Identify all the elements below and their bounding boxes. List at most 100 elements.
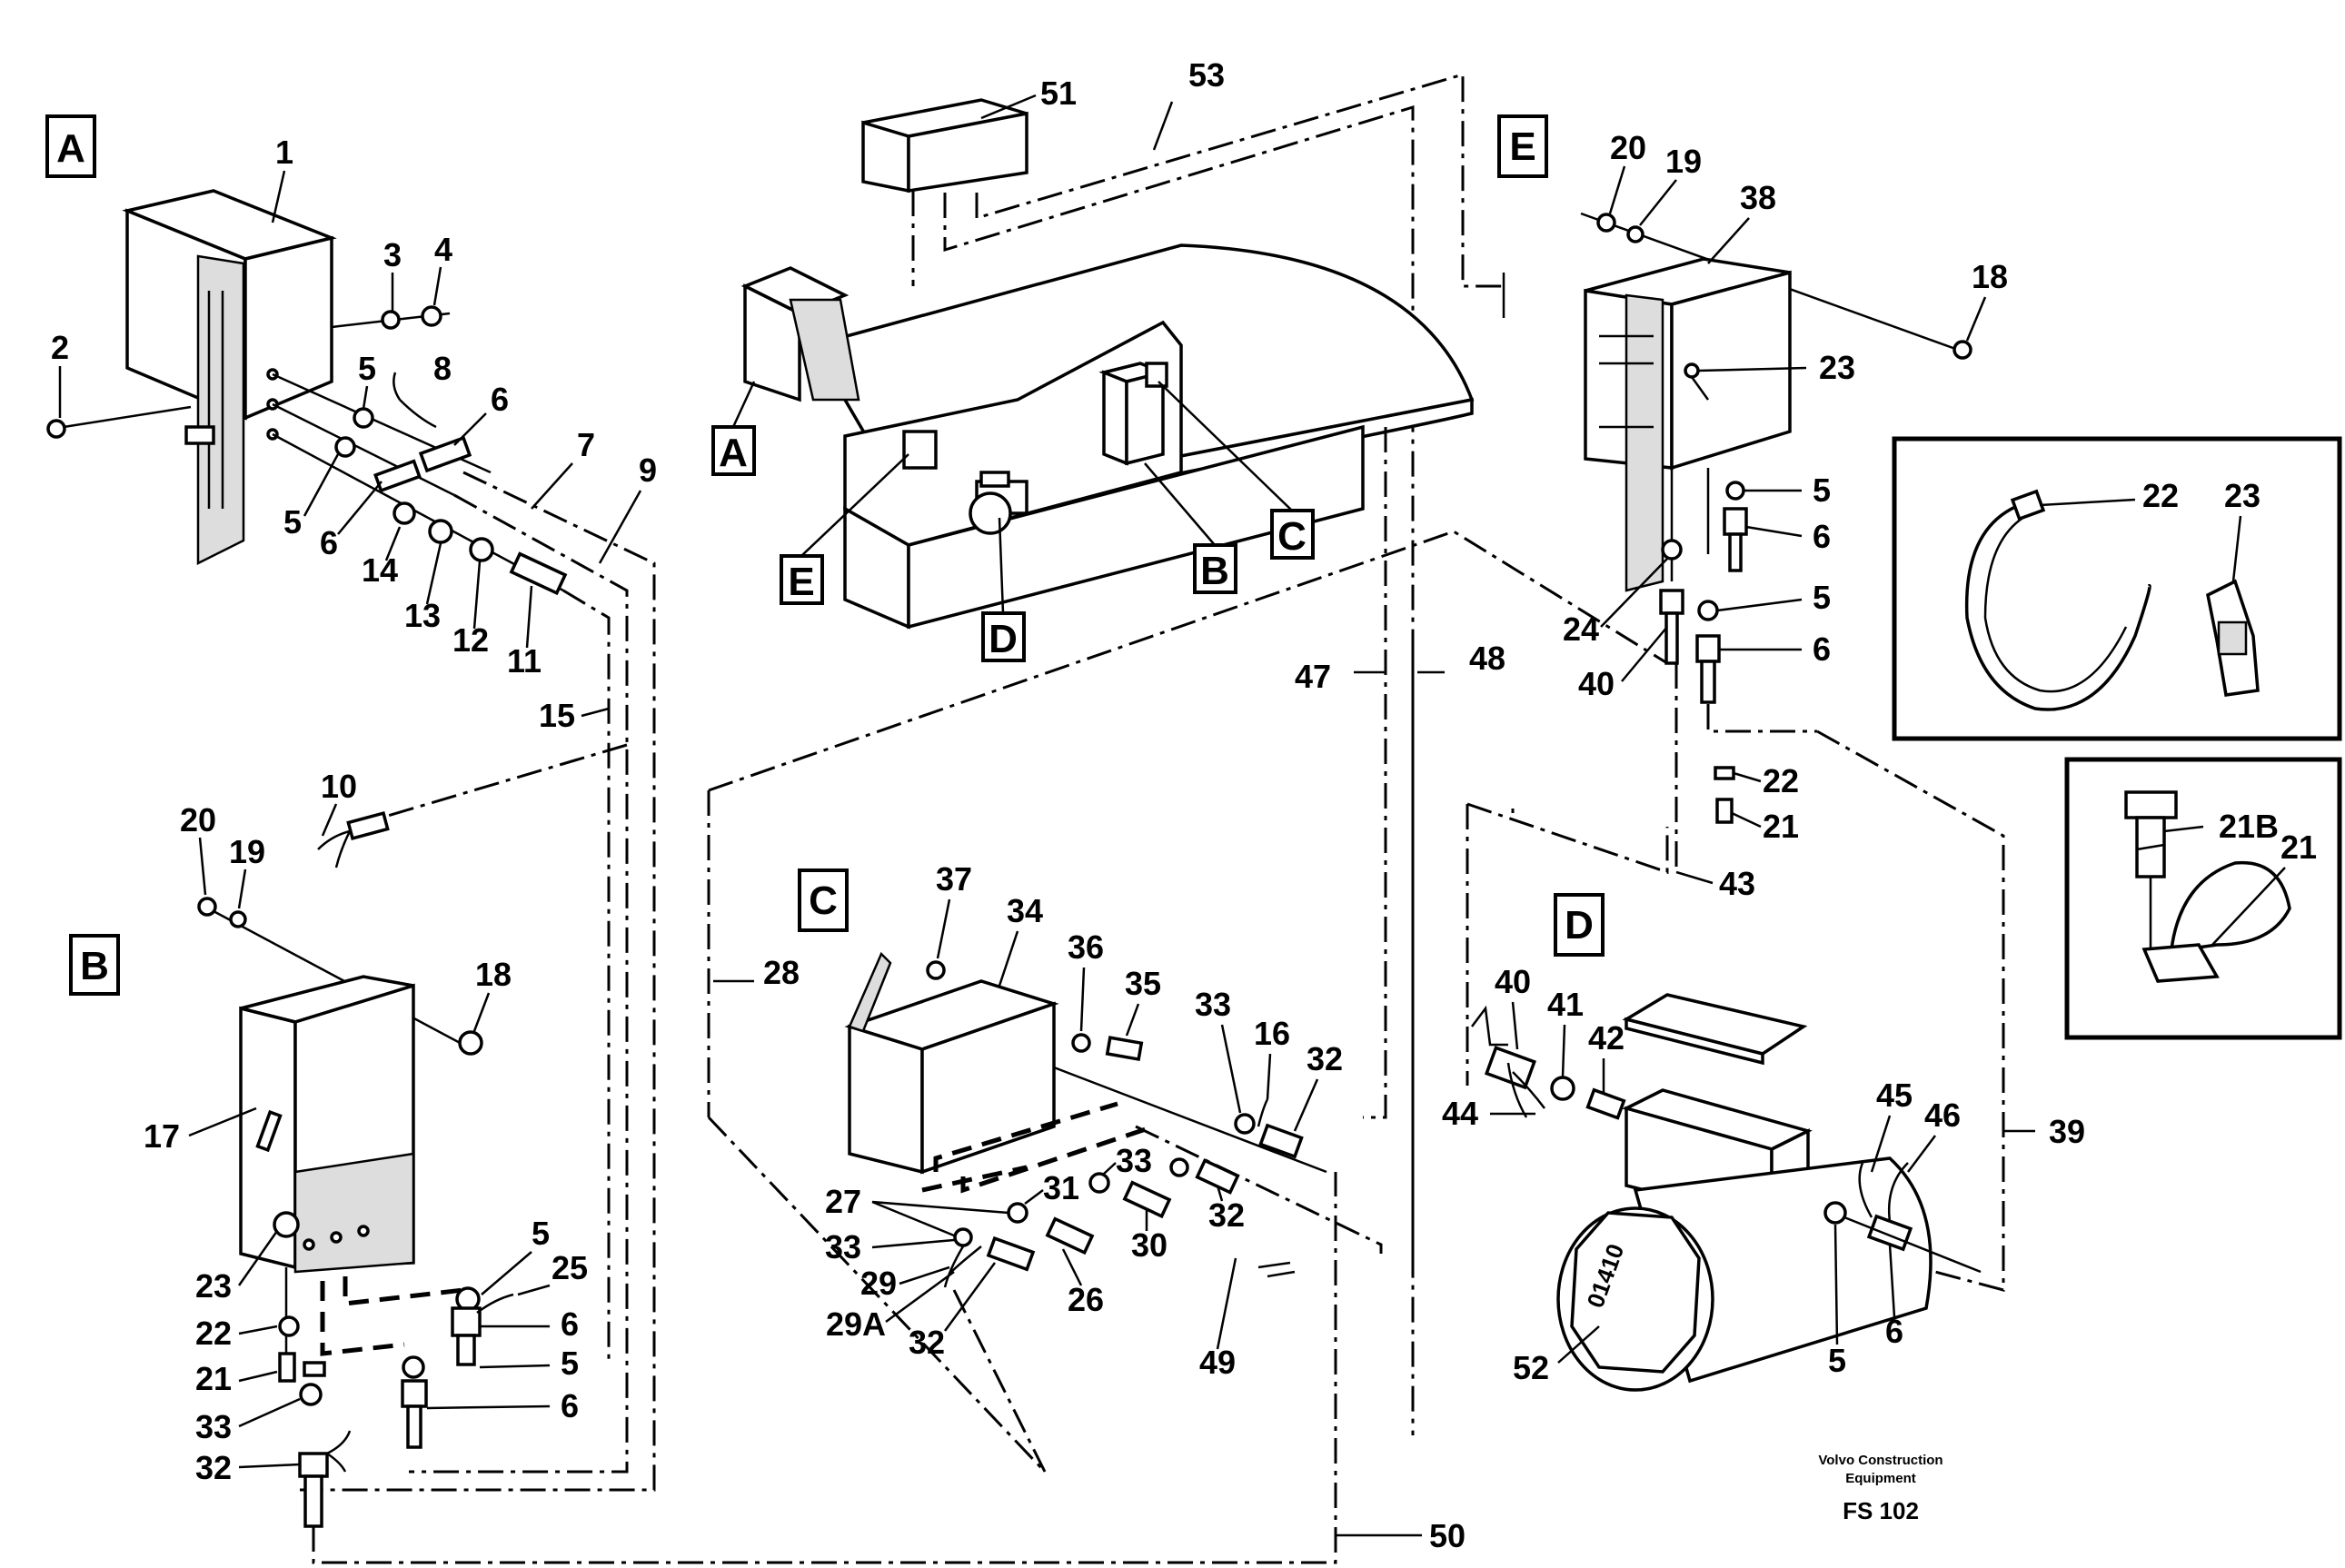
part-label: 40	[1578, 665, 1615, 702]
section-label-box-c	[798, 868, 849, 932]
part-label: 20	[180, 801, 216, 839]
part-label: 13	[404, 597, 441, 634]
overview-label-box-a	[711, 425, 756, 476]
part-label: 23	[1819, 349, 1855, 386]
part-label: 28	[763, 954, 800, 991]
part-label: 51	[1040, 74, 1077, 112]
part-label: 32	[1307, 1040, 1343, 1077]
part-label: 33	[1195, 986, 1231, 1023]
part-label: 6	[491, 381, 509, 418]
part-label: 27	[825, 1183, 861, 1220]
part-label: 6	[1813, 630, 1831, 668]
part-label: 47	[1295, 658, 1331, 695]
part-label: 11	[507, 642, 542, 680]
part-label: 5	[1813, 579, 1831, 616]
overview-label-b: B	[1200, 549, 1229, 593]
motor-52: 01410	[1556, 1088, 1933, 1392]
part-label: 10	[321, 768, 357, 805]
section-label-box-a	[45, 114, 96, 178]
part-label: 33	[1116, 1142, 1152, 1179]
part-label: 35	[1125, 965, 1161, 1002]
section-label-c: C	[809, 878, 838, 923]
part-label: 45	[1876, 1077, 1913, 1114]
part-label: 5	[1828, 1342, 1846, 1379]
section-c: C	[707, 868, 1383, 1474]
part-label: 17	[144, 1117, 180, 1155]
part-label: 3	[383, 236, 402, 273]
drawing-code: FS 102	[1843, 1497, 1919, 1524]
part-label: 14	[362, 551, 398, 589]
part-label: 18	[475, 956, 512, 993]
part-label: 22	[1763, 762, 1799, 799]
part-label: 18	[1972, 258, 2008, 295]
part-label: 5	[1813, 471, 1831, 509]
part-label: 29A	[826, 1305, 886, 1343]
part-label: 2	[51, 329, 69, 366]
part-label: 32	[195, 1449, 232, 1486]
inset-clamp	[2064, 757, 2342, 1040]
part-label: 21B	[2219, 808, 2279, 845]
part-label: 46	[1924, 1097, 1961, 1134]
part-label: 34	[1007, 892, 1043, 929]
control-unit-51	[861, 98, 1028, 194]
part-label: 6	[1813, 518, 1831, 555]
part-label: 33	[195, 1408, 232, 1445]
part-label: 44	[1442, 1095, 1478, 1132]
part-label: 6	[561, 1387, 579, 1424]
part-label: 26	[1068, 1281, 1104, 1318]
cabinet-part-17	[239, 975, 415, 1274]
part-label: 19	[1665, 143, 1702, 180]
relay-box-34	[844, 951, 1059, 1175]
part-label: 30	[1131, 1226, 1168, 1264]
part-label: 6	[561, 1305, 579, 1343]
part-label: 20	[1610, 129, 1646, 166]
overview-label-box-c	[1270, 509, 1315, 560]
part-label: 21	[1763, 808, 1799, 845]
part-label: 40	[1495, 963, 1531, 1000]
section-label-a: A	[56, 126, 85, 171]
section-b: B	[69, 897, 1337, 1564]
part-label: 24	[1563, 610, 1599, 648]
section-label-box-b	[69, 934, 120, 996]
box-a-on-frame	[740, 266, 860, 402]
part-number-labels: 1 2 3 4 5 8 6 7 9 5 6 14 13 12 11 15 10 …	[51, 56, 2317, 1554]
part-label: 23	[195, 1267, 232, 1305]
part-label: 38	[1740, 179, 1776, 216]
part-label: 1	[275, 134, 293, 171]
inset-cable-tie	[1892, 436, 2342, 741]
cover-plate	[1622, 993, 1808, 1066]
part-label: 22	[195, 1315, 232, 1352]
part-label: 42	[1588, 1019, 1625, 1057]
credit-block: Volvo Construction Equipment FS 102	[1818, 1453, 1943, 1524]
overview-label-box-b	[1193, 543, 1237, 594]
overview-label-c: C	[1277, 514, 1307, 559]
overview-label-d: D	[989, 617, 1018, 661]
part-label: 52	[1513, 1349, 1549, 1386]
credit-line-2: Equipment	[1845, 1471, 1916, 1486]
part-label: 5	[532, 1215, 550, 1252]
part-label: 23	[2224, 477, 2261, 514]
part-label: 36	[1068, 928, 1104, 966]
section-a: A	[45, 114, 656, 1492]
part-label: 6	[320, 524, 338, 561]
part-label: 4	[434, 231, 452, 268]
section-label-e: E	[1509, 124, 1535, 169]
part-label: 12	[452, 621, 489, 659]
part-label: 32	[909, 1324, 945, 1361]
part-label: 32	[1208, 1196, 1245, 1234]
section-d: D 01410	[1466, 729, 2005, 1392]
credit-line-1: Volvo Construction	[1818, 1453, 1943, 1468]
part-label: 31	[1043, 1169, 1079, 1206]
section-e: E	[1497, 114, 1972, 872]
part-label: 19	[229, 833, 265, 870]
part-label: 25	[551, 1249, 588, 1286]
part-label: 37	[936, 860, 972, 898]
part-label: 33	[825, 1228, 861, 1265]
part-label: 8	[433, 350, 452, 387]
part-label: 9	[639, 452, 657, 489]
part-label: 5	[358, 350, 376, 387]
section-label-box-d	[1554, 893, 1605, 957]
overview-label-box-d	[981, 611, 1026, 662]
part-label: 7	[577, 426, 595, 463]
